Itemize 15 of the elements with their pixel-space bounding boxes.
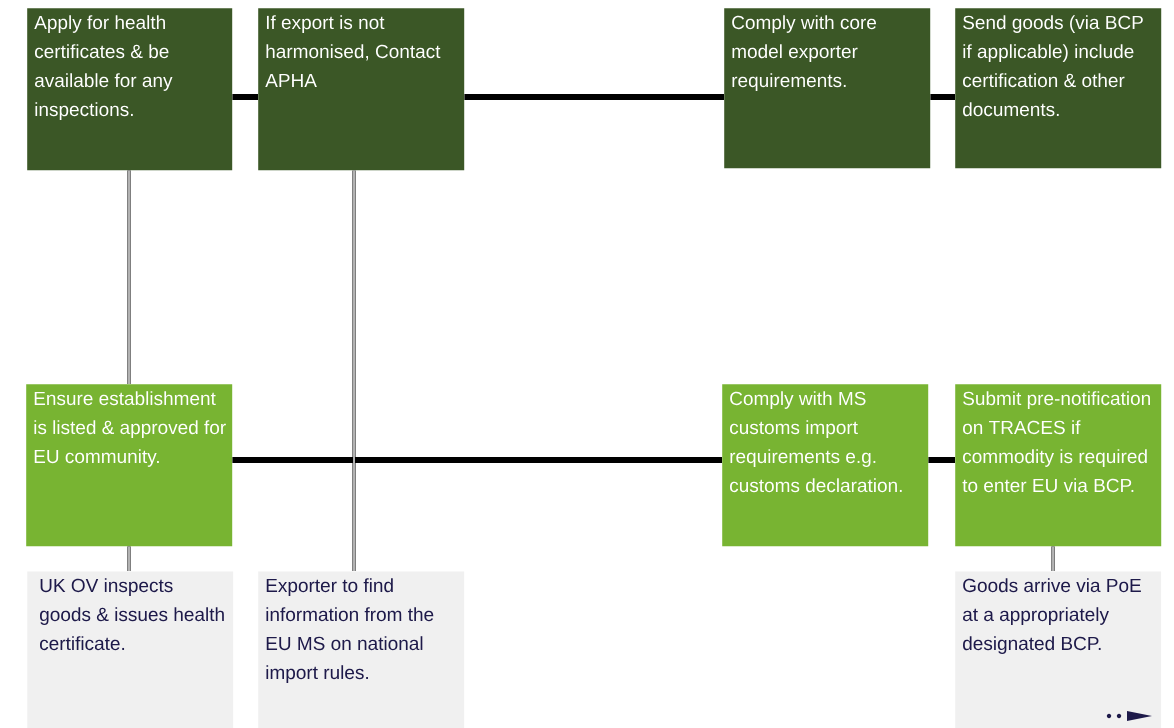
action-box: Send goods (via BCP if applicable) include certification & other documents. (955, 8, 1162, 169)
info-box: Exporter to find information from the EU MS on national import rules. (258, 571, 465, 728)
info-box: Goods arrive via PoE at a appropriately designated BCP. (955, 571, 1162, 728)
connector-line (232, 94, 258, 100)
connector-line (127, 169, 131, 385)
connector-line (127, 545, 131, 572)
action-box: If export is not harmonised, Contact APHA (258, 8, 465, 171)
action-box: Comply with core model exporter requirements. (724, 8, 931, 169)
action-box: Submit pre-notification on TRACES if commodity is required to enter EU via BCP. (955, 384, 1162, 547)
connector-line (352, 169, 356, 572)
action-box: Apply for health certificates & be available for any inspections. (27, 8, 233, 171)
connector-line (1051, 545, 1055, 572)
action-box: Comply with MS customs import requirements e.g. customs declaration. (722, 384, 929, 547)
info-box: UK OV inspects goods & issues health certificate. (27, 571, 234, 728)
action-box: Ensure establishment is listed & approved for EU community. (26, 384, 233, 547)
